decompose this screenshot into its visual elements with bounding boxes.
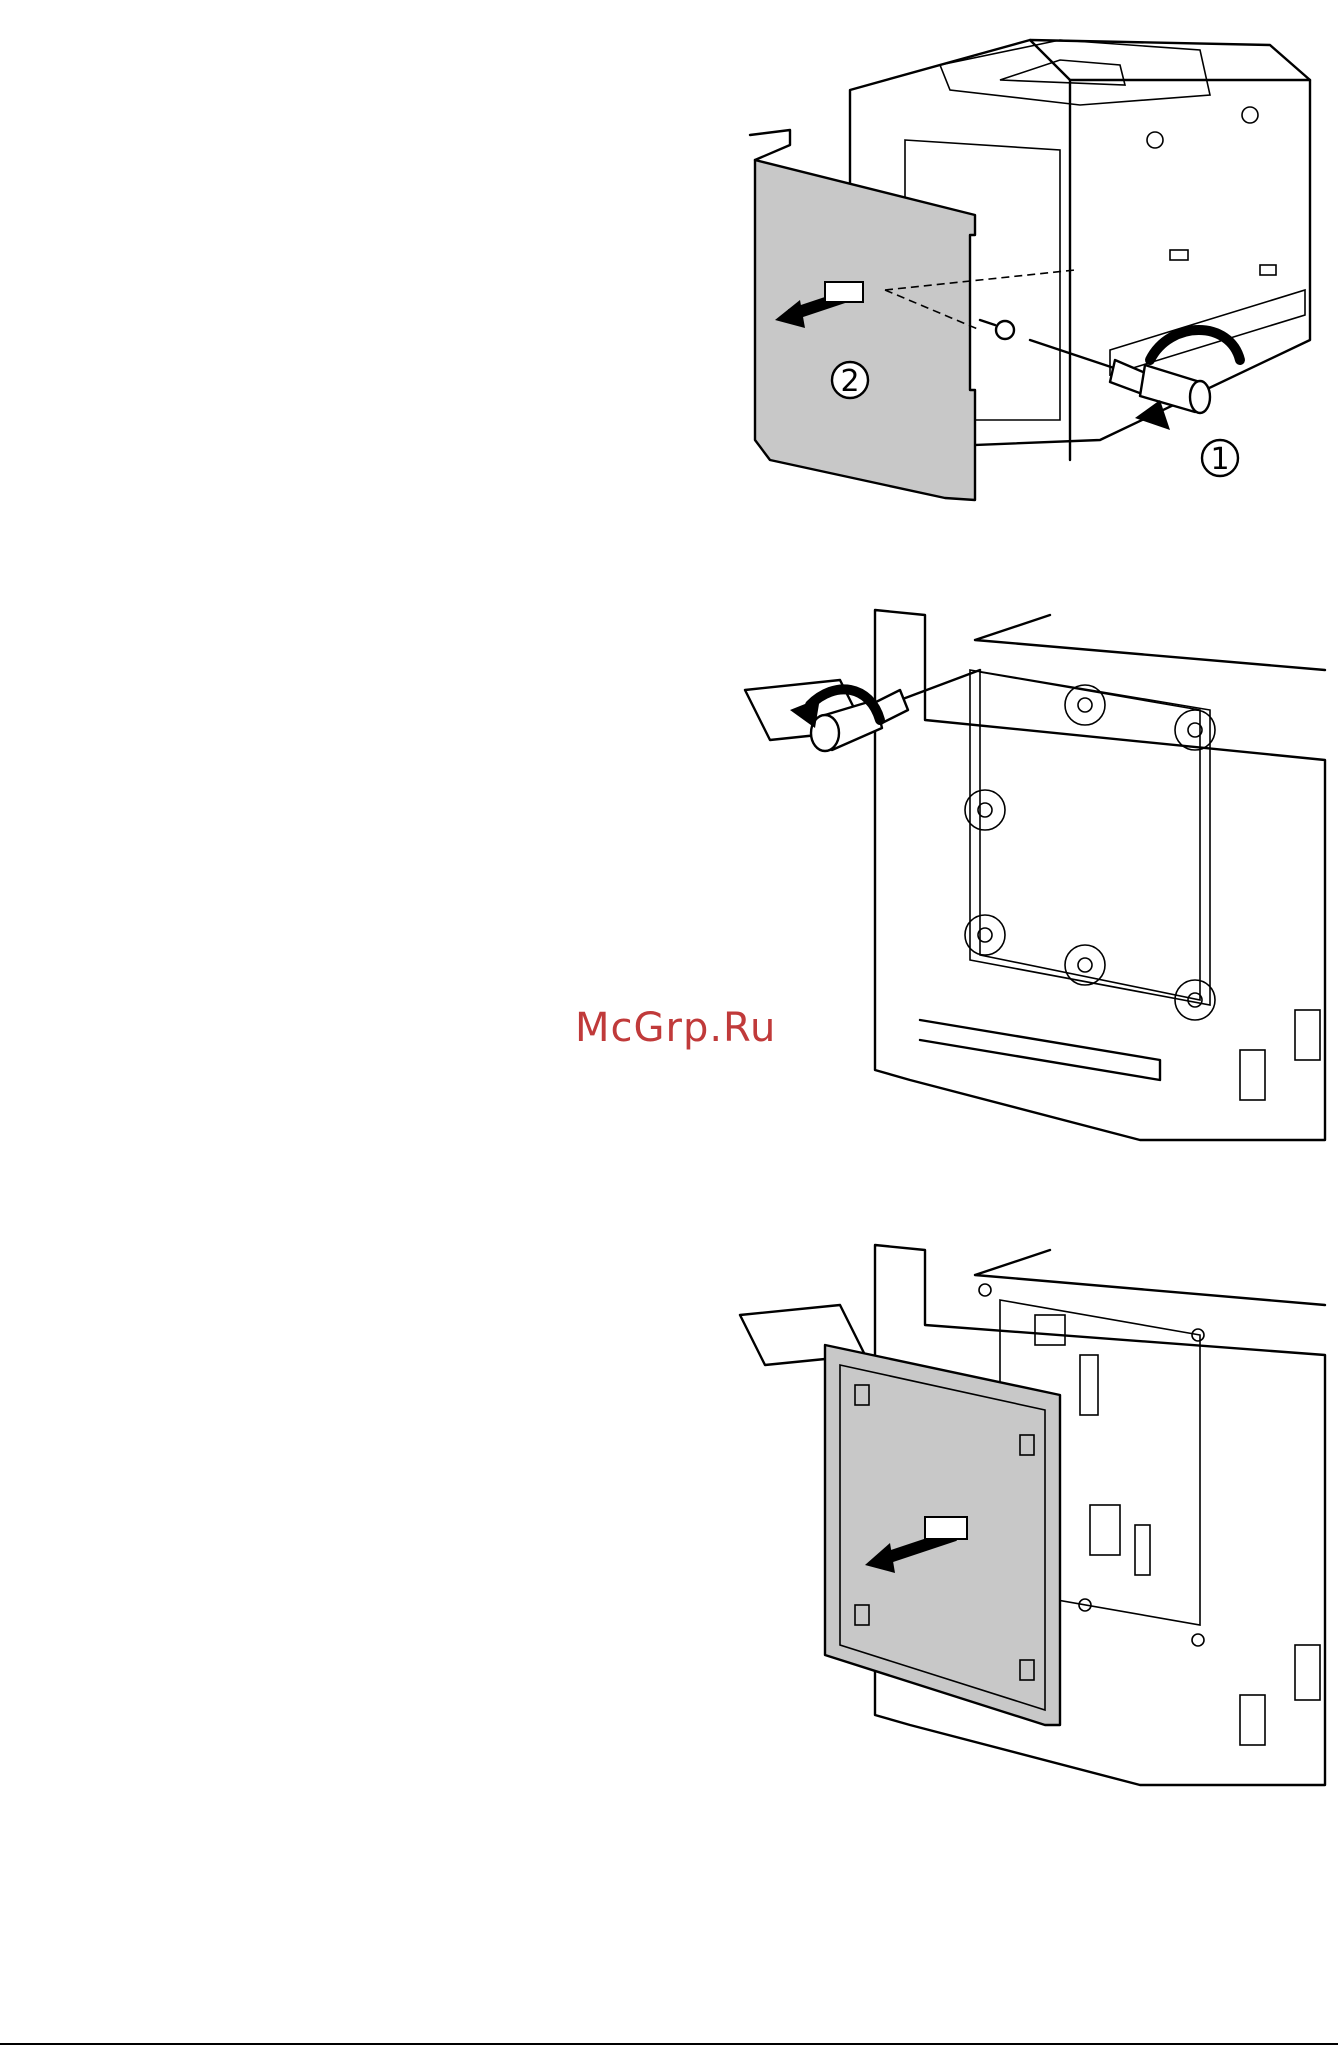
callout-1: 1 bbox=[1202, 440, 1238, 477]
cover-panel bbox=[755, 160, 975, 500]
figure-remove-side-cover: 2 1 bbox=[730, 20, 1320, 510]
illustration-screws bbox=[730, 610, 1320, 1160]
svg-text:2: 2 bbox=[840, 364, 859, 399]
figure-remove-screws bbox=[730, 610, 1320, 1160]
illustration-side-cover: 2 1 bbox=[730, 20, 1320, 510]
watermark: McGrp.Ru bbox=[575, 1005, 776, 1051]
footer-rule bbox=[0, 2043, 1338, 2045]
figure-remove-plate bbox=[730, 1245, 1320, 1815]
svg-text:1: 1 bbox=[1210, 442, 1229, 477]
callout-2: 2 bbox=[832, 362, 868, 399]
illustration-plate bbox=[730, 1245, 1320, 1815]
printer-side bbox=[875, 610, 1325, 1140]
